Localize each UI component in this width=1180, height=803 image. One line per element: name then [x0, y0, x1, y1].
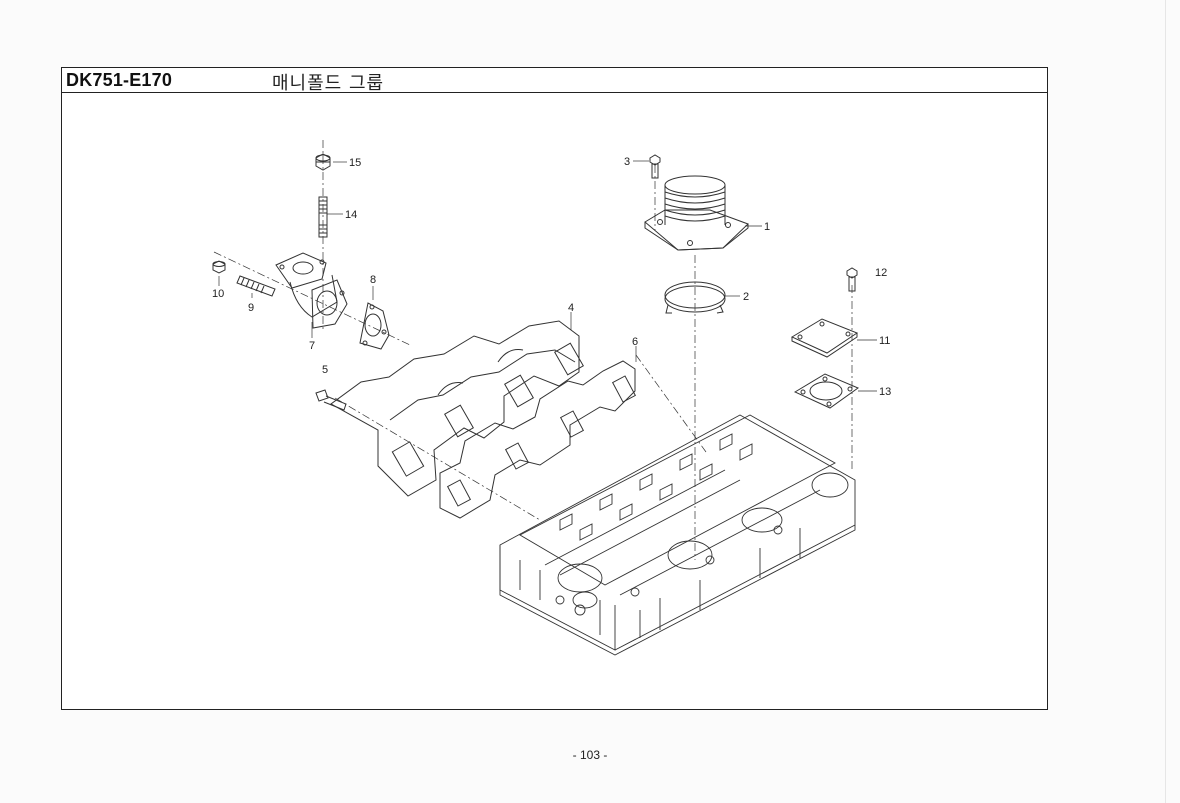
callout-numbers: 15 14 10 9 7 8 4 5 6 3 1 2 12 11 13 [212, 156, 891, 398]
callout-13: 13 [879, 386, 891, 398]
part-12-bolt [846, 267, 858, 292]
part-5-bolt [315, 389, 347, 411]
callout-2: 2 [743, 291, 749, 303]
part-8-gasket [359, 302, 390, 350]
scan-edge-line [1165, 0, 1166, 803]
part-10-nut [212, 260, 226, 274]
callout-7: 7 [309, 340, 315, 352]
callout-8: 8 [370, 274, 376, 286]
callout-1: 1 [764, 221, 770, 233]
part-7-elbow-flange [275, 252, 348, 329]
diagram-code: DK751-E170 [66, 70, 173, 90]
callout-9: 9 [248, 302, 254, 314]
part-11-cover-plate [790, 318, 859, 358]
callout-6: 6 [632, 336, 638, 348]
part-1-threaded-flange [644, 175, 749, 251]
part-13-gasket [793, 373, 860, 409]
diagram-header: DK751-E170 매니폴드 그룹 [62, 68, 1047, 94]
part-3-bolt [649, 154, 661, 179]
callout-14: 14 [345, 209, 357, 221]
callout-10: 10 [212, 288, 224, 300]
page-number: - 103 - [572, 748, 608, 762]
callout-3: 3 [624, 156, 630, 168]
callout-4: 4 [568, 302, 574, 314]
diagram-title: 매니폴드 그룹 [272, 73, 385, 94]
part-6-manifold-gasket [439, 360, 637, 519]
leader-lines [218, 160, 877, 392]
part-14-stud [318, 196, 328, 238]
callout-11: 11 [879, 335, 890, 347]
cylinder-head [499, 414, 856, 656]
callout-5: 5 [322, 364, 328, 376]
part-15-nut [315, 153, 331, 171]
part-4-exhaust-manifold [330, 320, 584, 497]
part-2-clamp-ring [664, 281, 726, 314]
diagram-frame: DK751-E170 매니폴드 그룹 [61, 67, 1048, 710]
part-9-stud [236, 275, 276, 297]
callout-12: 12 [875, 267, 887, 279]
callout-15: 15 [349, 157, 361, 169]
